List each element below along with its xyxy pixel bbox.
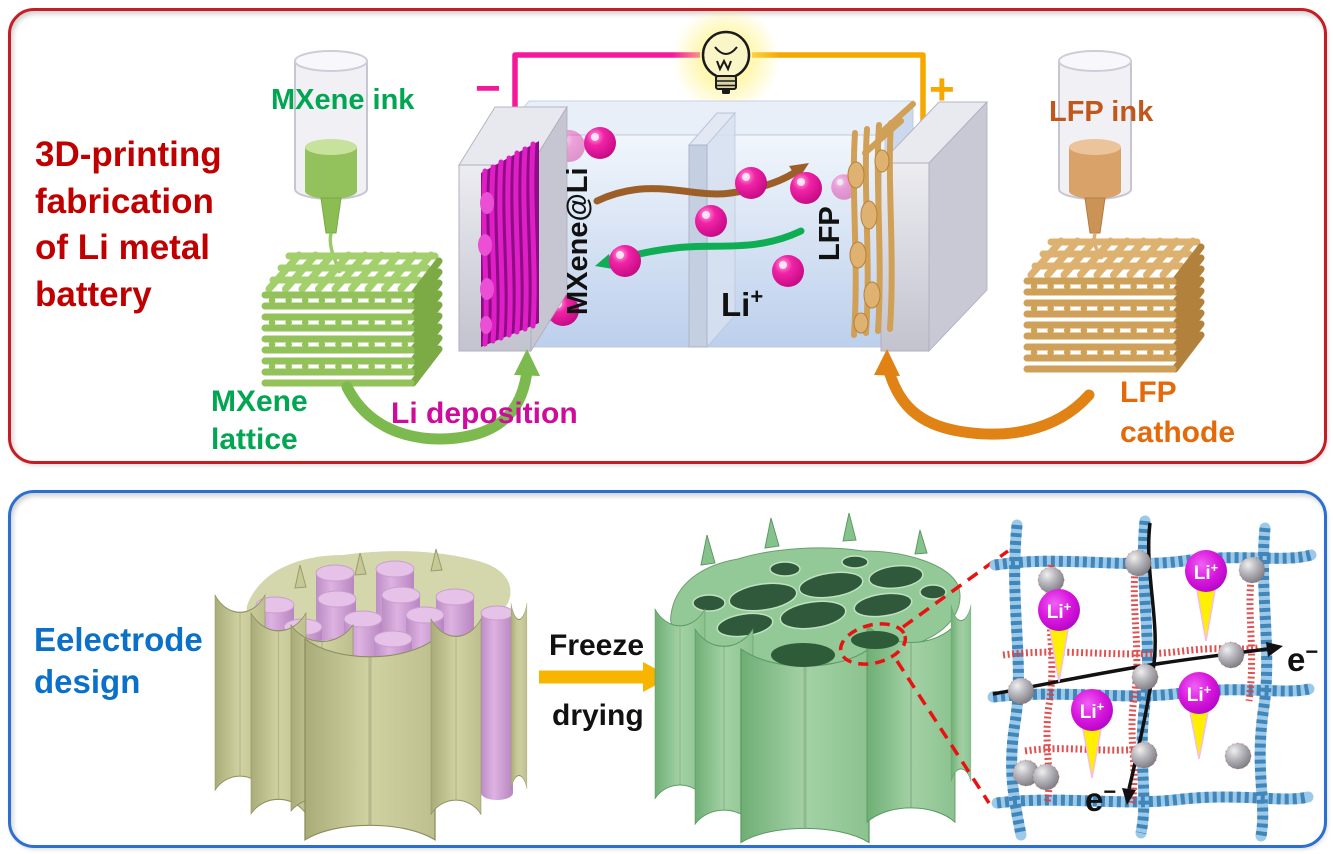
lfp-cathode-label: LFP cathode [1120,376,1235,449]
li-sup: + [1211,560,1219,575]
electrolyte-ion-label: Li+ [721,284,763,323]
lfp-ink-label: LFP ink [1049,96,1154,128]
wall-spikes [294,548,443,589]
negative-terminal-label: − [475,64,501,113]
top-panel: 3D-printing fabrication of Li metal batt… [8,8,1327,464]
li-ion-marker: Li+ [1178,672,1220,760]
pore-openings [692,555,947,638]
svg-text:Li+: Li+ [1194,560,1219,584]
circuit-wire-positive [752,52,926,123]
freeze-drying-arrow [539,662,671,692]
title-line: fabrication [35,182,214,221]
li-sup: + [1097,699,1105,714]
li-ion-marker: Li+ [1071,689,1113,779]
label-line: LFP [1120,376,1177,409]
li-ion-markers: Li+ Li+ Li+ Li+ [1038,550,1227,779]
charge-arrow [593,163,809,205]
electron-label: e− [1085,779,1116,818]
zoom-view: Li+ Li+ Li+ Li+ e− e− [987,515,1318,842]
li-base: Li [1187,685,1204,706]
li-ion-sphere [584,127,616,159]
drying-label: drying [552,699,644,732]
e-base: e [1085,781,1103,818]
cathode-lfp-coating [847,101,916,338]
anode-label: MXene@Li [562,167,594,315]
front-opening [851,631,899,649]
li-ion-sphere [609,245,641,277]
tall-template-cylinder [481,606,513,800]
e-sup: − [1103,779,1116,804]
mxene-lattice [265,255,439,383]
li-ion-sphere [790,172,822,204]
lfp-lattice [1027,241,1201,369]
li-sup: + [1204,682,1212,697]
freeze-dried-lattice [653,512,973,845]
printed-lattice-with-template [213,548,529,842]
li-deposition-arrow [341,349,540,445]
zoom-dashed-line [895,660,991,804]
label-line: cathode [1120,416,1235,449]
front-opening [771,643,835,667]
li-ion-sphere [772,255,804,287]
li-deposition-label: Li deposition [391,397,578,430]
circuit-wire-negative [512,52,700,121]
li-sup: + [1064,599,1072,614]
ion-base: Li [721,286,750,323]
label-line: lattice [211,423,298,456]
li-base: Li [1080,702,1097,723]
cathode-plate [879,100,989,353]
panel-title: 3D-printing fabrication of Li metal batt… [35,135,222,314]
title-line: 3D-printing [35,135,222,174]
li-ion-marker: Li+ [1038,589,1080,683]
light-bulb-icon [672,11,780,113]
li-base: Li [1194,563,1211,584]
title-line: Eelectrode [34,621,203,658]
li-ion-sphere [735,167,767,199]
mxene-ink-label: MXene ink [271,84,415,116]
e-base: e [1287,641,1305,678]
title-line: of Li metal [35,228,210,267]
anode-mxene-li-lattice [478,141,539,347]
e-sup: − [1305,639,1318,664]
lfp-ink-syringe [1058,50,1132,260]
li-ion-sphere [695,205,727,237]
freeze-label: Freeze [549,629,644,662]
bottom-panel-title: Eelectrode design [34,621,203,700]
mxene-ink-syringe [294,50,368,274]
bottom-panel: Eelectrode design Freeze [8,490,1327,848]
cathode-label: LFP [814,206,846,261]
title-line: design [34,663,140,700]
li-base: Li [1047,602,1064,623]
svg-text:Li+: Li+ [1187,682,1212,706]
battery-cell: MXene@Li Li+ LFP [458,99,989,353]
electron-label: e− [1287,639,1318,678]
svg-text:Li+: Li+ [1080,699,1105,723]
label-line: MXene [211,385,308,418]
wall-spikes [700,512,928,566]
zoom-ellipse [838,622,908,666]
lfp-transfer-arrow [874,349,1095,440]
svg-text:Li+: Li+ [1047,599,1072,623]
mxene-lattice-label: MXene lattice [211,385,308,456]
title-line: battery [35,275,152,314]
li-ion-marker: Li+ [1185,550,1227,642]
ion-sup: + [750,284,763,309]
